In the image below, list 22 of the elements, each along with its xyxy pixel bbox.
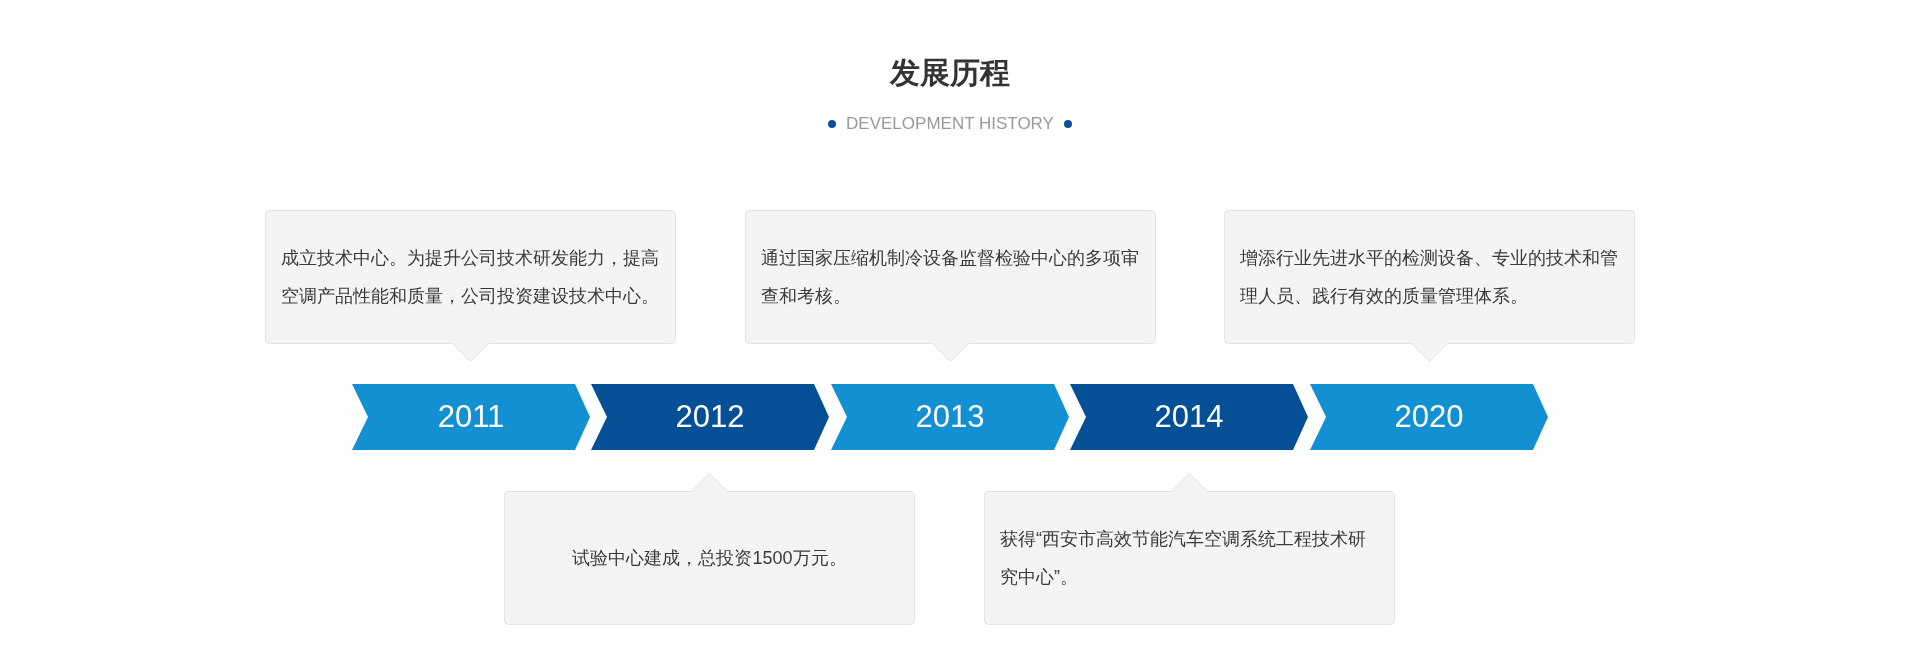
year-text: 2014 — [1154, 398, 1224, 436]
callout-box — [265, 210, 676, 363]
timeline-segment — [1070, 384, 1308, 450]
year-text: 2013 — [915, 398, 985, 436]
description-text: 通过国家压缩机制冷设备监督检验中心的多项审查和考核。 — [761, 247, 1140, 308]
title-heading: 发展历程 — [890, 55, 1010, 91]
callout-box — [1224, 210, 1635, 363]
description-text: 试验中心建成，总投资1500万元。 — [572, 547, 847, 570]
description-text: 增添行业先进水平的检测设备、专业的技术和管理人员、践行有效的质量管理体系。 — [1240, 247, 1619, 308]
description-text: 获得“西安市高效节能汽车空调系统工程技术研究中心”。 — [1000, 528, 1367, 589]
timeline-segment — [1310, 384, 1548, 450]
callout-box — [984, 472, 1395, 625]
description-text: 成立技术中心。为提升公司技术研发能力，提高空调产品性能和质量，公司投资建设技术中心。 — [281, 247, 660, 308]
subtitle-text: DEVELOPMENT HISTORY — [846, 113, 1054, 135]
year-text: 2020 — [1394, 398, 1464, 436]
timeline-segment — [352, 384, 590, 450]
timeline-segment — [591, 384, 829, 450]
year-text: 2012 — [675, 398, 745, 436]
year-text: 2011 — [437, 398, 505, 436]
callout-box — [745, 210, 1156, 363]
timeline-segment — [831, 384, 1069, 450]
callout-box — [504, 472, 915, 625]
